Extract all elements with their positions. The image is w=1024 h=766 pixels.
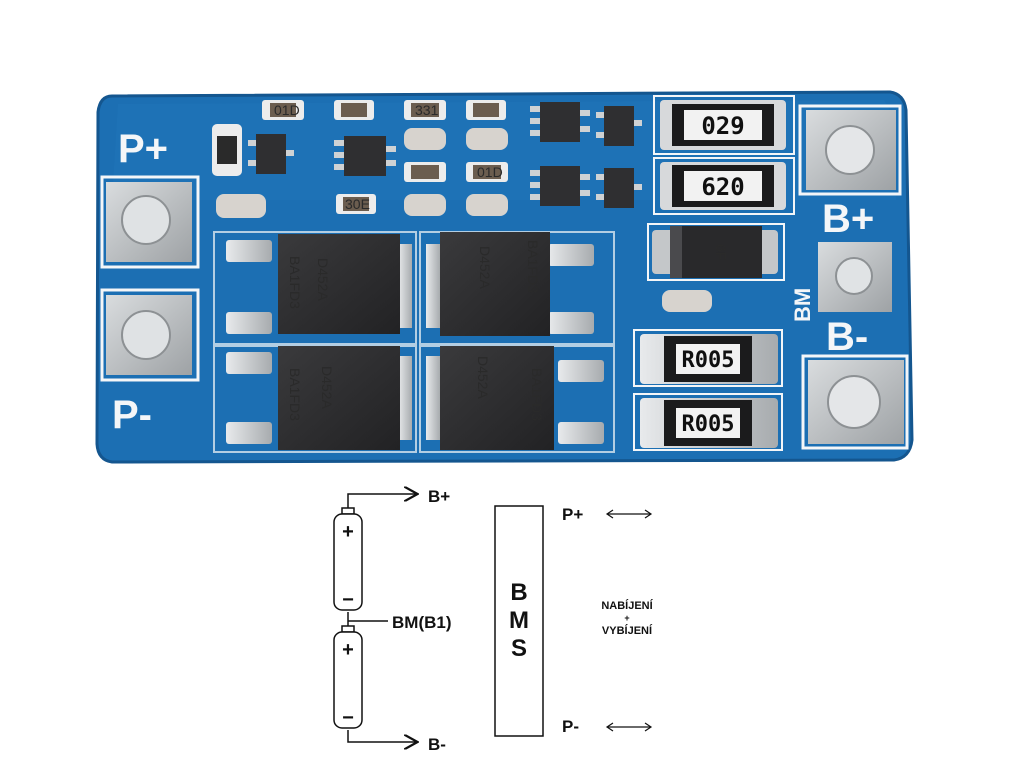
cell-1-minus: −	[342, 589, 354, 611]
resistor-029-text: 029	[701, 112, 744, 140]
mosfet-1-line2: BA1FD3	[287, 256, 303, 309]
mosfet-4: D452A BA1FD3	[426, 346, 604, 450]
label-bm: BM	[790, 288, 815, 322]
label-pminus: P-	[112, 393, 152, 437]
mosfet-1: D452A BA1FD3	[226, 234, 412, 334]
smd-row-top: 01D 331 01D 30E	[212, 100, 508, 218]
diagram-label-bplus: B+	[428, 487, 450, 506]
battery-cell-2: + −	[333, 625, 363, 729]
bms-letter-b: B	[510, 579, 527, 606]
cell-2-minus: −	[342, 707, 354, 729]
diode: 6F	[652, 226, 778, 278]
label-nabijeni: NABÍJENÍ	[601, 599, 653, 612]
battery-cell-1: + −	[333, 507, 363, 611]
resistor-620-text: 620	[701, 173, 744, 201]
code-c1: 01D	[274, 102, 300, 118]
label-vybijeni: VYBÍJENÍ	[602, 624, 653, 637]
silk-outline-bplus	[798, 104, 902, 196]
pad-bminus	[808, 360, 904, 444]
mosfet-4-line2: BA1FD3	[529, 368, 545, 421]
pad-bplus	[806, 110, 896, 190]
mosfet-2-line2: BA1FD3	[525, 240, 541, 293]
diagram-label-bminus: B-	[428, 735, 446, 754]
sot-chips	[248, 102, 642, 208]
wiring-diagram: + − + − B+ BM(B1) B- B M S P+ P-	[333, 487, 654, 754]
diagram-label-bm: BM(B1)	[392, 613, 452, 632]
bms-letter-m: M	[509, 607, 529, 634]
code-c3: 01D	[477, 164, 503, 180]
pcb-board: P+ P- B+ B- BM 01D	[95, 90, 914, 464]
mosfet-4-line1: D452A	[475, 356, 491, 399]
label-plus-separator: +	[624, 613, 629, 623]
pad-pplus	[106, 182, 192, 262]
double-arrow-top	[605, 509, 653, 519]
resistor-620: 620	[660, 162, 786, 210]
double-arrow-bottom	[605, 722, 653, 732]
code-c4: 30E	[345, 196, 370, 212]
pad-bm	[818, 242, 892, 312]
mosfet-2: D452A BA1FD3	[426, 232, 594, 336]
resistor-r005-a: R005	[640, 334, 778, 384]
bms-letter-s: S	[511, 635, 527, 662]
label-bminus: B-	[826, 315, 868, 359]
mosfet-1-line1: D452A	[315, 258, 331, 301]
code-c2: 331	[415, 102, 439, 118]
silk-outline-pminus	[100, 288, 200, 382]
mosfet-3: D452A BA1FD3	[226, 346, 412, 450]
resistor-r005-a-text: R005	[682, 348, 735, 373]
label-pplus: P+	[118, 127, 168, 171]
bms-box: B M S	[494, 505, 544, 737]
pad-pminus	[106, 295, 192, 375]
diagram-label-pminus: P-	[562, 717, 579, 736]
cell-1-plus: +	[342, 521, 354, 543]
resistor-r005-b-text: R005	[682, 412, 735, 437]
silk-outline-pplus	[100, 175, 200, 269]
resistor-029: 029	[660, 100, 786, 150]
mosfet-3-line1: D452A	[319, 366, 335, 409]
label-bplus: B+	[822, 197, 874, 241]
mosfet-2-line1: D452A	[477, 246, 493, 289]
mosfet-3-line2: BA1FD3	[287, 368, 303, 421]
code-c5: 6F	[713, 244, 729, 260]
silk-outline-bminus	[801, 354, 909, 450]
resistor-r005-b: R005	[640, 398, 778, 448]
diagram-label-pplus: P+	[562, 505, 583, 524]
cell-2-plus: +	[342, 639, 354, 661]
